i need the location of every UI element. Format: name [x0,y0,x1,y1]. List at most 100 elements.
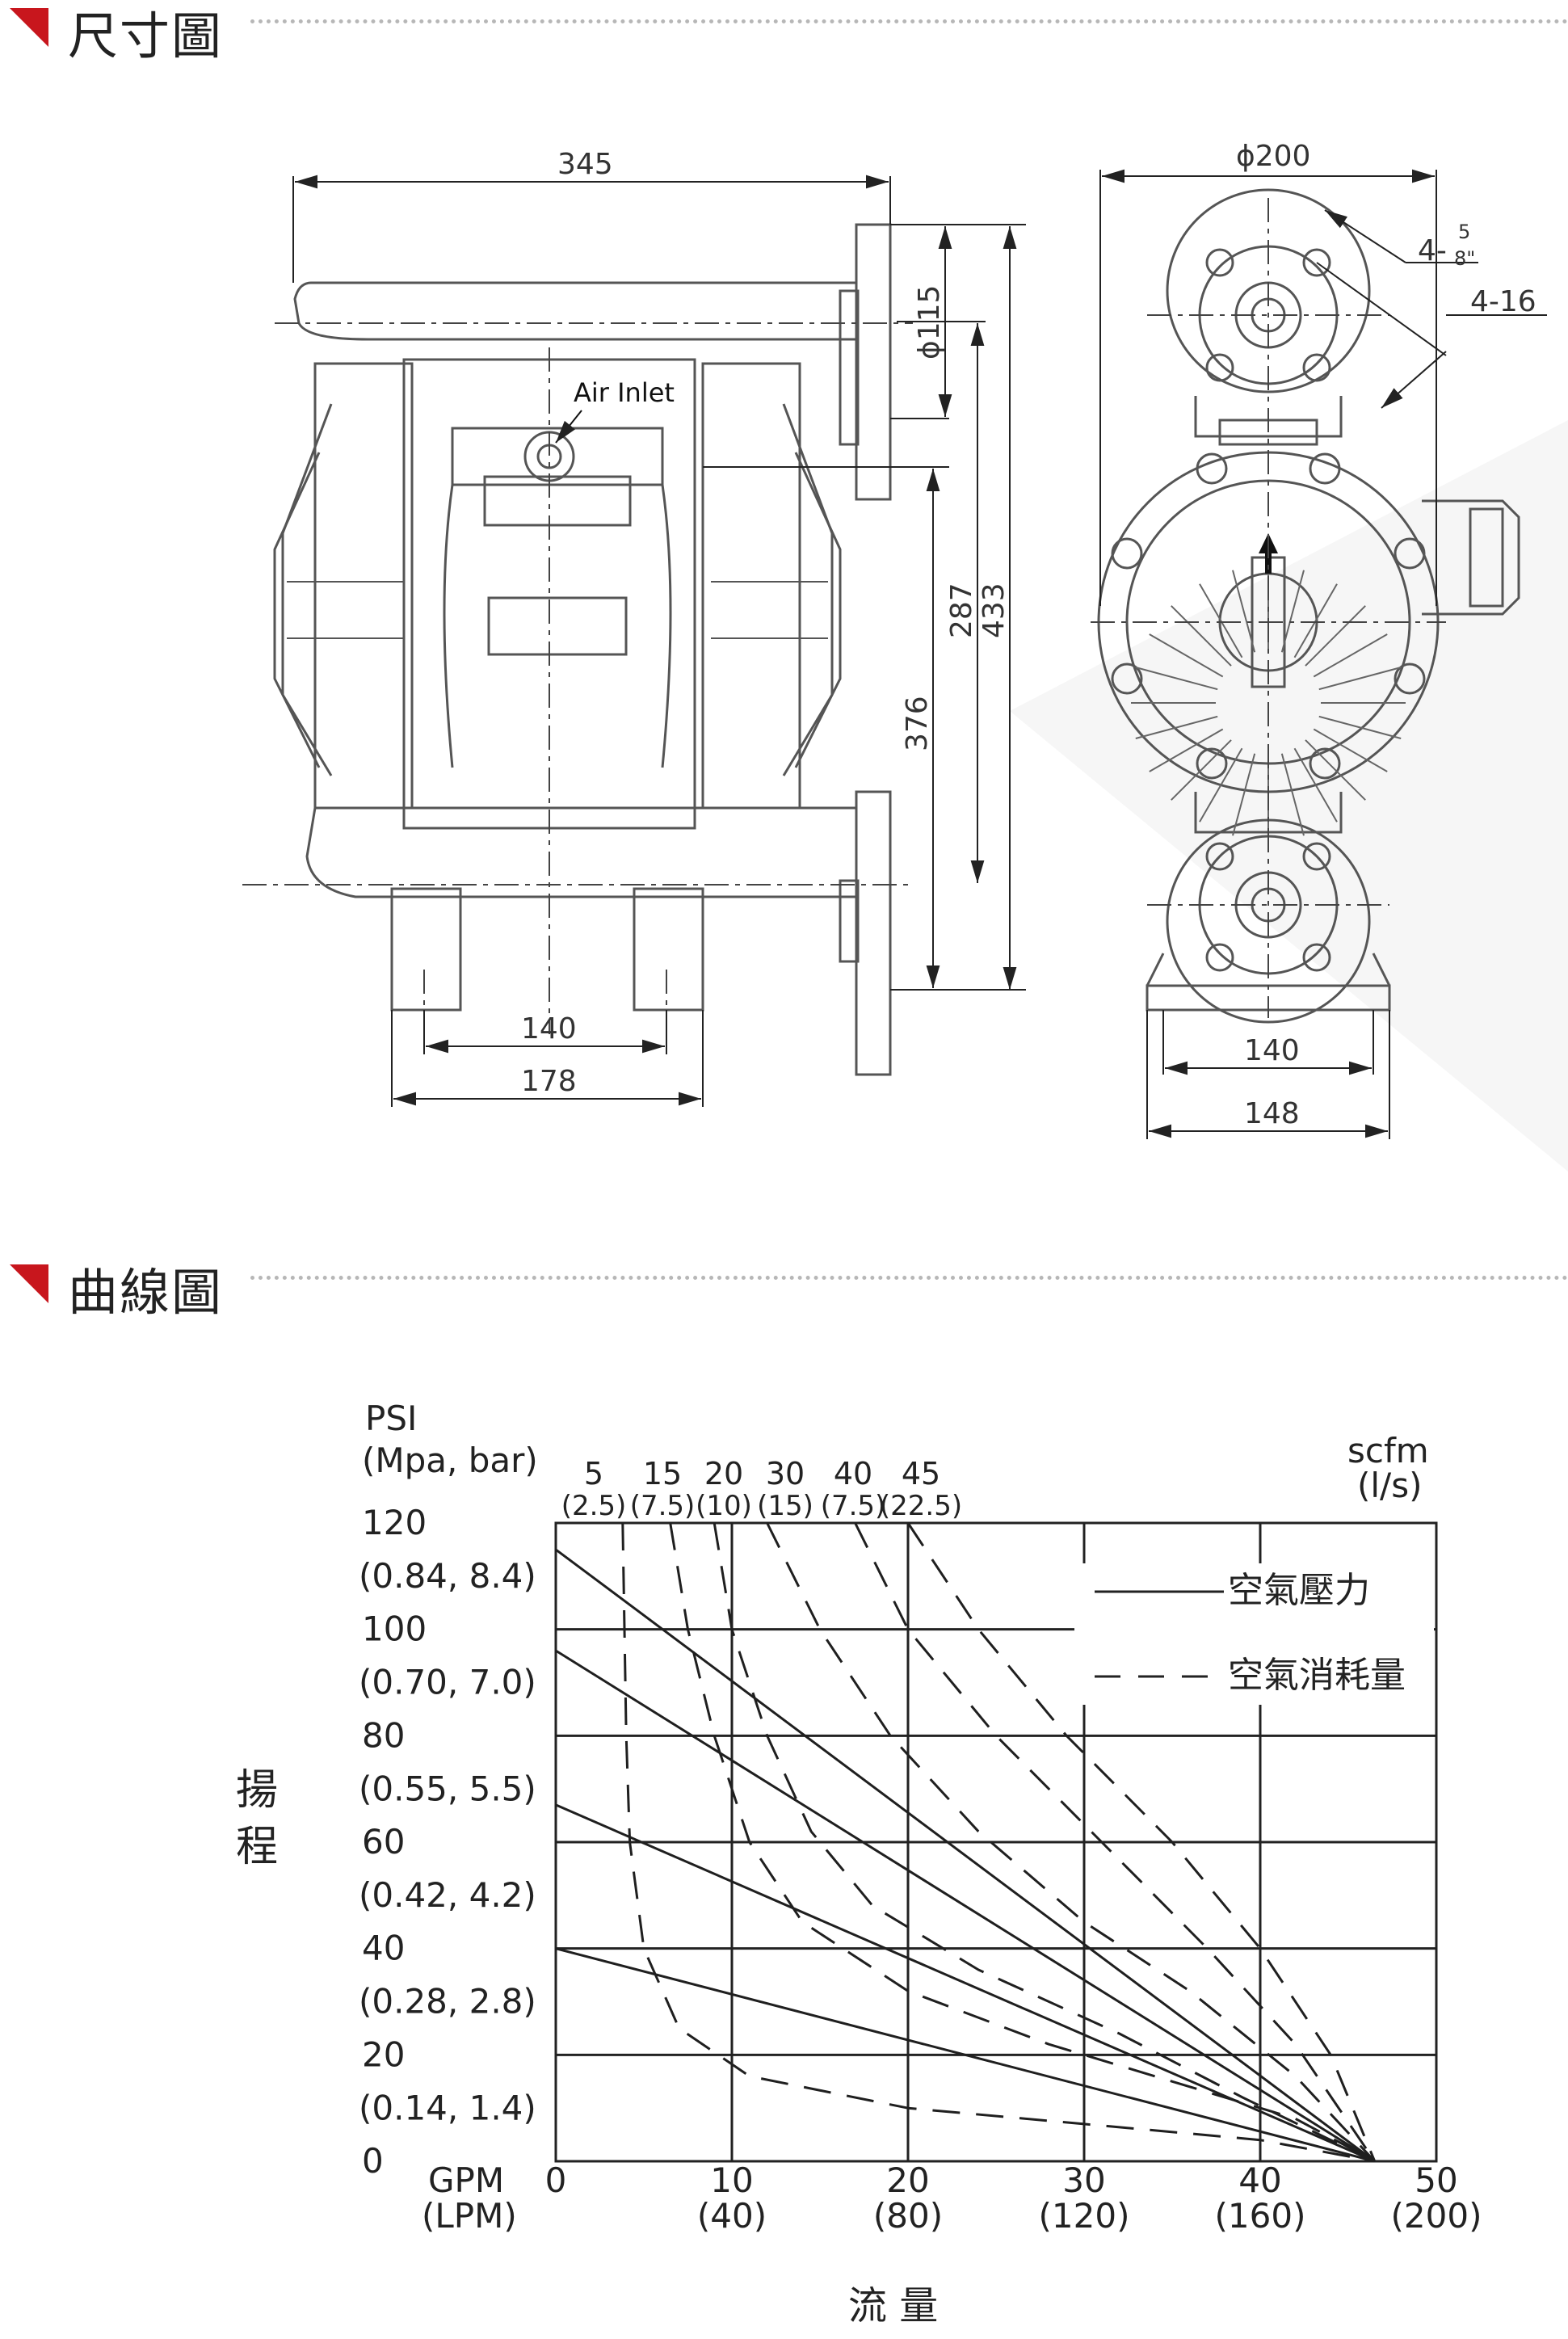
spoke [1305,739,1366,801]
air-pressure-line [555,1803,1376,2163]
dim-bolt-a: 4- [1418,234,1447,267]
scfm-tick-sublabel: (22.5) [880,1490,962,1522]
spoke [1280,570,1305,653]
legend-solid-label: 空氣壓力 [1228,1570,1370,1611]
y-tick-sublabel: (0.84, 8.4) [359,1556,536,1596]
y-tick-label: 20 [362,2034,405,2074]
section-header-dimensions: 尺寸圖 [0,0,1568,73]
x-tick-sublabel: (80) [873,2196,943,2236]
x-tick-sublabel: (40) [697,2196,767,2236]
section-header-curves: 曲線圖 [0,1256,1568,1329]
spoke [1318,667,1402,691]
air-inlet-leader [555,410,582,444]
air-consumption-curve [621,1522,1375,2163]
y-tick-sublabel: (0.14, 1.4) [359,2088,536,2127]
legend: 空氣壓力 空氣消耗量 [1095,1570,1406,1696]
y-tick-sublabel: (0.28, 2.8) [359,1982,536,2021]
scfm-title-units: (l/s) [1357,1466,1422,1505]
air-consumption-curve [669,1522,1376,2163]
side-centerlines [1091,198,1446,1018]
x-tick-sublabel: (160) [1215,2196,1306,2236]
spoke [1135,667,1218,691]
x-tick-sublabel: (200) [1391,2196,1482,2236]
dim-140-side: 140 [1244,1034,1300,1067]
x-title-gpm: GPM [428,2160,504,2200]
dim-148: 148 [1244,1097,1300,1130]
dim-287: 287 [945,583,978,638]
series-air-pressure [555,1548,1376,2163]
x-tick-label: 10 [710,2160,753,2200]
y-tick-label: 80 [362,1715,405,1755]
scfm-tick-label: 30 [766,1456,805,1491]
y-tick-sublabel: (0.42, 4.2) [359,1875,536,1915]
x-tick-label: 50 [1415,2160,1457,2200]
air-consumption-curve [766,1522,1376,2163]
scfm-tick-sublabel: (10) [696,1490,752,1522]
y-tick-label: 100 [362,1609,427,1649]
air-consumption-curve [713,1522,1376,2163]
scfm-tick-labels: 5(2.5)15(7.5)20(10)30(15)40(7.5)45(22.5) [561,1456,962,1522]
spoke [1280,753,1305,836]
spoke [1232,570,1256,653]
front-dimensions [292,175,1026,1107]
section-marker-icon [10,1264,48,1303]
air-consumption-curve [906,1522,1377,2162]
dim-bolt-b: 4-16 [1470,285,1536,318]
x-title-lpm: (LPM) [422,2196,517,2236]
performance-curve-chart: 空氣壓力 空氣消耗量 PSI (Mpa, bar) scfm (l/s) GPM… [236,1399,1482,2328]
x-tick-label: 0 [545,2160,567,2200]
spoke [1199,583,1243,658]
dotted-divider [250,1276,1568,1280]
y-tick-labels: 120 (0.84, 8.4) 100 (0.70, 7.0) 80 (0.55, 5.5… [359,1503,536,2181]
scfm-tick-sublabel: (7.5) [821,1490,886,1522]
dotted-divider [250,19,1568,23]
dim-115: ϕ115 [913,285,946,360]
air-pressure-line [555,1947,1376,2163]
y-tick-sublabel: (0.55, 5.5) [359,1769,536,1808]
front-centerlines [242,322,913,1034]
spoke [1313,728,1388,772]
y-tick-label: 120 [362,1503,427,1542]
diaphragm-spokes [1131,566,1406,840]
spoke [1171,739,1232,801]
spoke [1313,633,1388,678]
side-dimensions [1099,169,1547,1139]
scfm-tick-label: 20 [704,1456,743,1491]
watermark-shape [1010,420,1568,1172]
dim-376: 376 [901,696,934,751]
y-axis-label-1: 揚 [236,1766,278,1815]
series-air-consumption [621,1522,1377,2163]
air-inlet-label: Air Inlet [574,377,675,408]
scfm-tick-label: 15 [643,1456,682,1491]
scfm-tick-sublabel: (7.5) [630,1490,696,1522]
dimension-drawing: Air Inlet 345 ϕ115 287 433 376 [242,140,1568,1172]
spoke [1305,605,1366,667]
spoke [1135,715,1218,739]
spoke [1199,747,1243,822]
y-tick-sublabel: (0.70, 7.0) [359,1663,536,1702]
section-marker-icon [10,8,48,47]
air-pressure-line [555,1548,1376,2163]
spoke [1149,728,1224,772]
spoke [1293,583,1338,658]
y-title-units: (Mpa, bar) [362,1441,538,1480]
y-tick-label: 40 [362,1929,405,1968]
y-title-psi: PSI [365,1399,417,1438]
spoke [1149,633,1224,678]
spoke [1318,715,1402,739]
dim-200: ϕ200 [1236,140,1310,173]
spoke [1171,605,1232,667]
legend-background [1074,1563,1434,1705]
dim-433: 433 [977,583,1011,638]
section-title: 尺寸圖 [68,6,224,65]
section-title: 曲線圖 [68,1263,224,1322]
scfm-title: scfm [1347,1431,1429,1470]
y-axis-label-2: 程 [236,1823,278,1871]
scfm-tick-label: 5 [584,1456,603,1491]
dim-178: 178 [521,1065,577,1098]
scfm-tick-sublabel: (15) [757,1490,813,1522]
air-pressure-line [555,1649,1376,2163]
dim-345: 345 [557,148,613,181]
air-consumption-curve [854,1522,1376,2162]
